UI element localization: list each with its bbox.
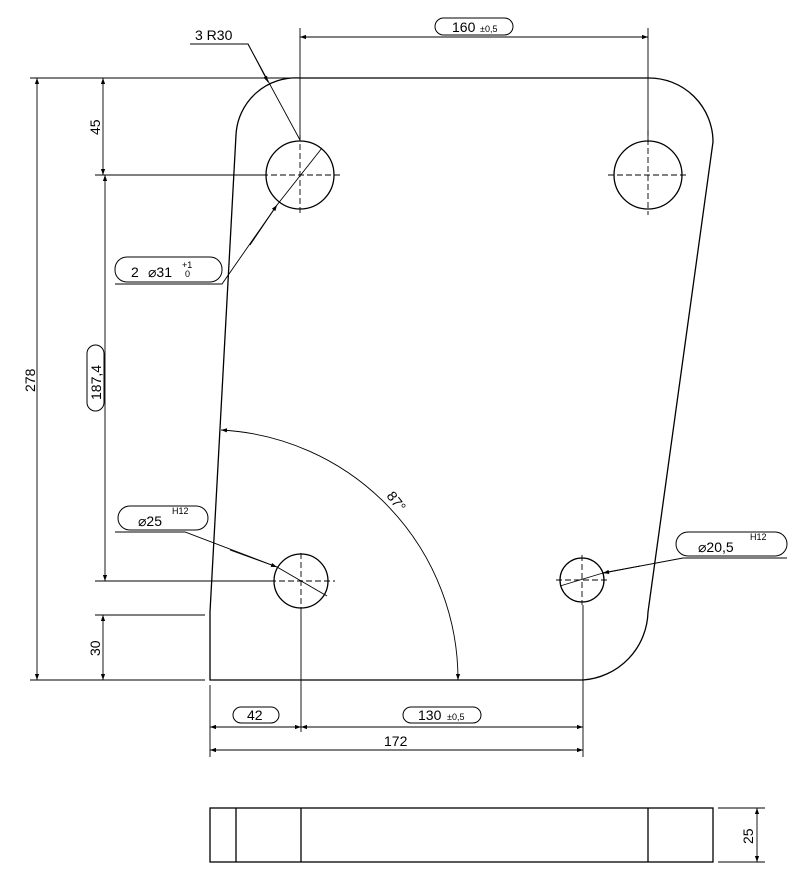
left-hole-diameter: ⌀25 [138, 513, 162, 529]
callout-box-left-hole [117, 505, 209, 531]
hole-bottom-right [556, 555, 610, 605]
top-holes-tol-upper: +1 [182, 260, 192, 270]
radius-callout-text: 3 R30 [195, 27, 233, 43]
hole-bottom-left [270, 553, 335, 612]
right-hole-fit: H12 [750, 532, 767, 542]
side-view [209, 807, 765, 863]
top-holes-leader [115, 204, 278, 285]
top-holes-diameter: ⌀31 [148, 264, 172, 280]
dim-box-160 [434, 17, 514, 36]
right-hole-arrow [602, 565, 641, 574]
dim-172-text: 172 [384, 733, 408, 749]
dim-160-text: 160 [452, 19, 476, 35]
angle-text: 87° [384, 488, 410, 515]
dim-45-text: 45 [87, 119, 103, 135]
left-hole-arrow [229, 549, 278, 568]
dim-130-tol: ±0,5 [447, 712, 464, 722]
extension-lines [30, 28, 649, 757]
callout-box-top-holes [114, 256, 223, 283]
right-hole-leader [602, 557, 787, 574]
dim-160-tol: ±0,5 [480, 24, 497, 34]
dim-25-text: 25 [740, 828, 756, 844]
dim-box-42 [232, 706, 280, 724]
dim-box-130 [402, 706, 482, 724]
left-hole-leader [115, 531, 278, 568]
dim-30-text: 30 [87, 640, 103, 656]
dim-130-text: 130 [418, 707, 442, 723]
dim-278-text: 278 [22, 368, 38, 392]
top-holes-diameter-line [276, 147, 323, 206]
right-hole-diameter-line [559, 572, 604, 587]
callout-box-right-hole [675, 531, 788, 557]
top-holes-count: 2 [131, 264, 139, 280]
dim-187-4-text: 187,4 [88, 365, 104, 400]
left-hole-diameter-line [276, 566, 328, 597]
left-hole-fit: H12 [172, 506, 189, 516]
angle-arc [220, 428, 461, 681]
dim-42-text: 42 [247, 707, 263, 723]
right-hole-diameter: ⌀20,5 [698, 539, 734, 555]
hole-top-right [608, 130, 688, 215]
radius-arrow [247, 43, 269, 83]
plate-outline [209, 77, 714, 681]
radius-leader [190, 43, 301, 141]
top-holes-arrow [249, 204, 278, 246]
top-holes-tol-lower: 0 [185, 269, 190, 279]
dim-box-187-4 [86, 344, 105, 412]
